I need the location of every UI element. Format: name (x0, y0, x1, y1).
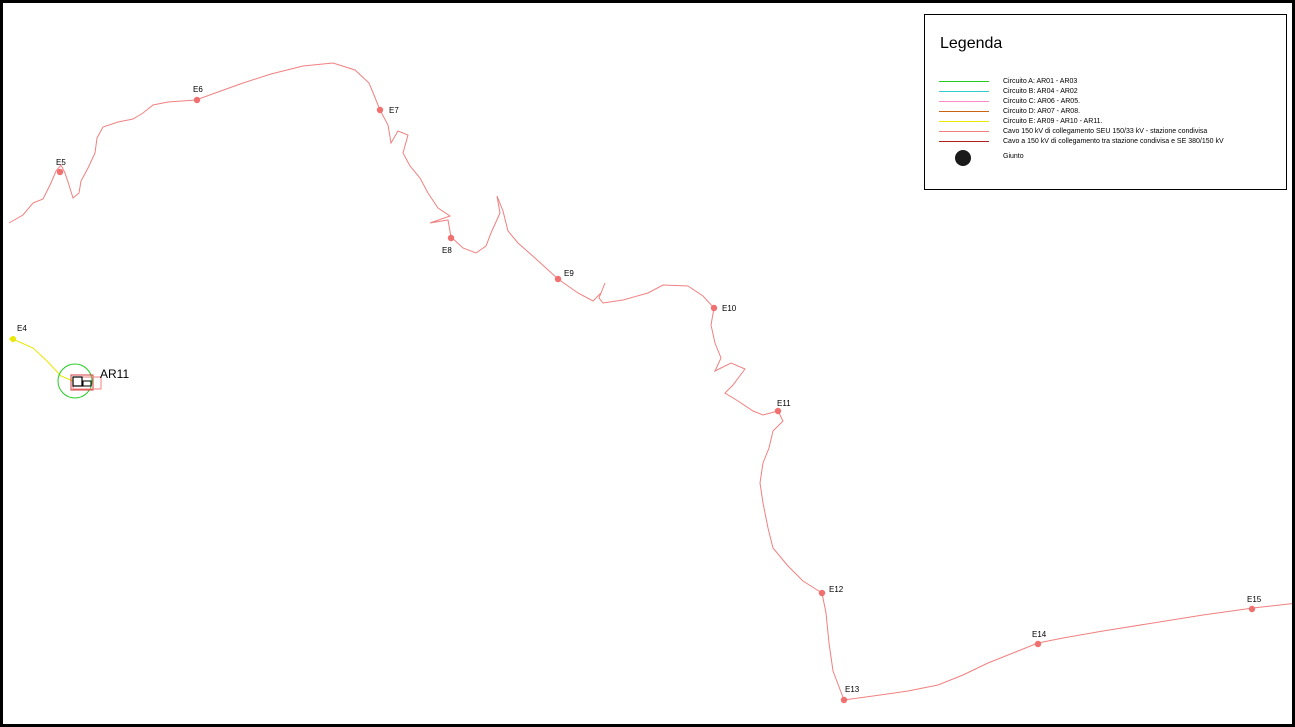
joint-label: E9 (564, 269, 574, 278)
joint-e4[interactable]: E4 (10, 324, 27, 342)
turbine-platform-inner (72, 376, 102, 390)
joint-marker (818, 589, 826, 597)
joint-marker (1034, 640, 1042, 648)
legend-label: Cavo a 150 kV di collegamento tra stazio… (1003, 138, 1224, 145)
joint-marker (774, 407, 782, 415)
legend-label: Giunto (1003, 153, 1024, 160)
turbine-ar11[interactable]: AR11 (57, 363, 129, 399)
joint-label: E14 (1032, 630, 1047, 639)
joint-e7[interactable]: E7 (376, 106, 400, 115)
joint-e9[interactable]: E9 (554, 269, 575, 283)
legend-label: Circuito C: AR06 - AR05. (1003, 98, 1081, 105)
legend-item-cable-150kv-seu: Cavo 150 kV di collegamento SEU 150/33 k… (935, 127, 1285, 137)
legend-label: Circuito A: AR01 - AR03 (1003, 78, 1078, 85)
route-cable-150kv (8, 62, 1292, 701)
joint-label: E13 (845, 685, 860, 694)
joint-label: E10 (722, 304, 737, 313)
legend-item-circuit-e: Circuito E: AR09 - AR10 - AR11. (935, 117, 1285, 127)
joint-label: E8 (442, 246, 452, 255)
joint-e12[interactable]: E12 (818, 585, 844, 597)
legend-label: Circuito B: AR04 - AR02 (1003, 88, 1078, 95)
joint-e15[interactable]: E15 (1247, 595, 1262, 613)
joint-label: E4 (17, 324, 27, 333)
legend-label: Circuito D: AR07 - AR08. (1003, 108, 1081, 115)
joint-marker (710, 304, 718, 312)
turbine-buffer-circle (57, 363, 93, 399)
joint-e10[interactable]: E10 (710, 304, 737, 313)
joint-label: E15 (1247, 595, 1262, 604)
joint-marker (554, 275, 562, 283)
joint-marker (193, 96, 201, 104)
legend-swatch (939, 81, 989, 82)
legend-swatch (939, 91, 989, 92)
joint-marker (1248, 605, 1256, 613)
legend-item-cable-150kv-se: Cavo a 150 kV di collegamento tra stazio… (935, 137, 1285, 147)
joint-label: E6 (193, 85, 203, 94)
joint-marker (56, 168, 64, 176)
map-canvas[interactable]: AR11 E4 E5 E6 E7 E8 E9 E10 (3, 3, 1295, 727)
joint-e11[interactable]: E11 (774, 399, 791, 415)
joint-marker (447, 234, 455, 242)
legend-swatch (939, 101, 989, 102)
joint-e6[interactable]: E6 (193, 85, 203, 104)
turbine-foundation (72, 376, 83, 387)
joint-marker (10, 336, 16, 342)
legend-swatch (939, 111, 989, 112)
legend-item-circuit-d: Circuito D: AR07 - AR08. (935, 107, 1285, 117)
joint-label: E11 (777, 399, 791, 408)
joint-marker (840, 696, 848, 704)
legend-panel: Legenda Circuito A: AR01 - AR03 Circuito… (924, 14, 1287, 190)
legend-item-circuit-c: Circuito C: AR06 - AR05. (935, 97, 1285, 107)
joint-e13[interactable]: E13 (840, 685, 860, 704)
turbine-label: AR11 (100, 367, 129, 381)
joint-label: E5 (56, 158, 66, 167)
turbine-tower (82, 380, 92, 387)
joint-label: E7 (389, 106, 399, 115)
legend-item-circuit-b: Circuito B: AR04 - AR02 (935, 87, 1285, 97)
joint-marker (376, 106, 384, 114)
legend-joint-dot (955, 150, 971, 166)
joint-label: E12 (829, 585, 844, 594)
feeder-cable-circuit-e (8, 338, 74, 382)
legend-label: Circuito E: AR09 - AR10 - AR11. (1003, 118, 1103, 125)
joint-e5[interactable]: E5 (56, 158, 66, 176)
legend-label: Cavo 150 kV di collegamento SEU 150/33 k… (1003, 128, 1208, 135)
turbine-platform (70, 374, 94, 391)
joint-e14[interactable]: E14 (1032, 630, 1047, 648)
legend-swatch (939, 131, 989, 132)
legend-swatch (939, 141, 989, 142)
joint-e8[interactable]: E8 (442, 234, 455, 255)
legend-swatch (939, 121, 989, 122)
legend-item-joint: Giunto (935, 149, 1285, 166)
legend-items: Circuito A: AR01 - AR03 Circuito B: AR04… (935, 77, 1285, 166)
legend-item-circuit-a: Circuito A: AR01 - AR03 (935, 77, 1285, 87)
legend-title: Legenda (940, 35, 1003, 52)
